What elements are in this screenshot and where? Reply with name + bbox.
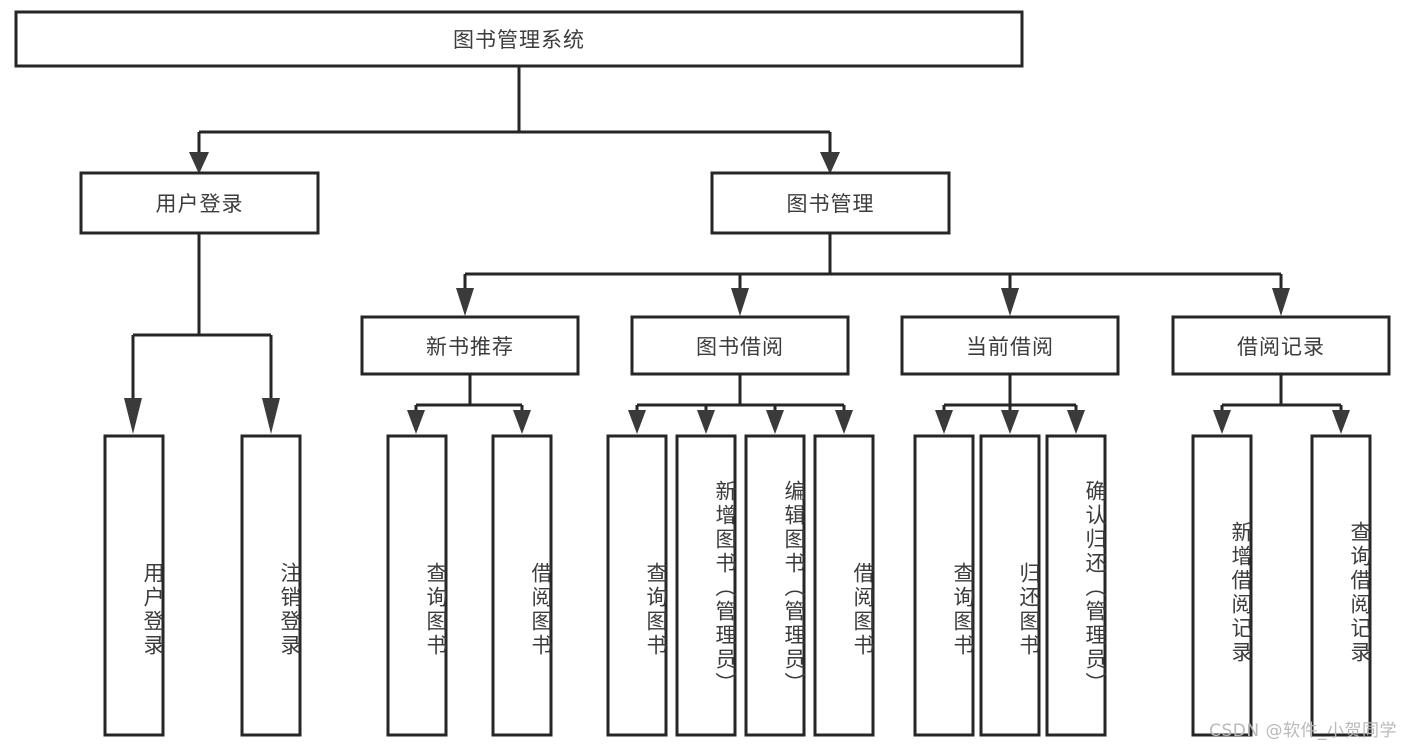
node-box-leaf-edit-book[interactable] xyxy=(744,434,806,737)
node-box-leaf-user-login[interactable] xyxy=(103,434,165,737)
node-box-leaf-query-book-3[interactable] xyxy=(913,434,975,737)
connector-root-to-level1 xyxy=(189,66,840,174)
connector-newbook-to-leaves xyxy=(407,374,531,434)
node-box-current-borrow[interactable] xyxy=(900,315,1120,376)
node-box-leaf-add-record[interactable] xyxy=(1191,434,1253,737)
node-box-book-borrow[interactable] xyxy=(630,315,850,376)
node-box-leaf-query-book-2[interactable] xyxy=(606,434,668,737)
node-box-leaf-logout-login[interactable] xyxy=(240,434,302,737)
connector-userlogin-to-leaves xyxy=(124,233,280,434)
watermark-text: CSDN @软件_小贺同学 xyxy=(1209,721,1397,741)
node-box-root[interactable] xyxy=(14,10,1024,68)
node-box-leaf-confirm-return[interactable] xyxy=(1045,434,1107,737)
node-box-leaf-query-book-1[interactable] xyxy=(386,434,448,737)
node-box-book-management[interactable] xyxy=(710,171,951,235)
node-box-leaf-return-book[interactable] xyxy=(979,434,1041,737)
node-box-leaf-borrow-book-2[interactable] xyxy=(813,434,875,737)
node-box-user-login[interactable] xyxy=(79,171,320,235)
node-box-leaf-add-book[interactable] xyxy=(675,434,737,737)
connector-currentborrow-to-leaves xyxy=(935,374,1085,434)
connector-borrowrecord-to-leaves xyxy=(1213,374,1350,434)
node-box-leaf-borrow-book-1[interactable] xyxy=(491,434,553,737)
connector-bookborrow-to-leaves xyxy=(628,374,853,434)
connector-bookmgmt-to-level2 xyxy=(456,233,1290,316)
node-box-borrow-record[interactable] xyxy=(1171,315,1391,376)
node-box-leaf-query-record[interactable] xyxy=(1310,434,1372,737)
node-box-new-book-recommend[interactable] xyxy=(360,315,580,376)
